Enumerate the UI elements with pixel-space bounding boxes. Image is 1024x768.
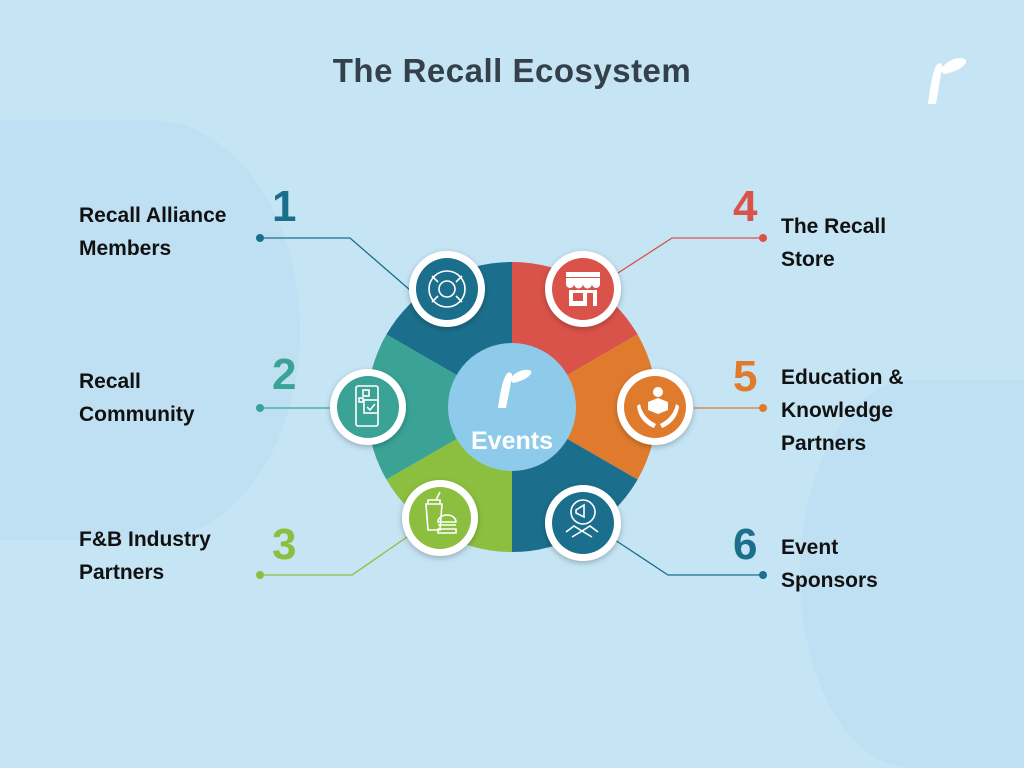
item-2-label-line1: Recall <box>79 370 141 393</box>
segment-5 <box>512 334 658 480</box>
item-3-label-line1: F&B Industry <box>79 528 211 551</box>
recall-logo-icon <box>928 58 967 104</box>
connector-dot-2 <box>256 404 264 412</box>
item-5-label-line2: Knowledge <box>781 399 894 422</box>
connector-dot-6 <box>759 571 767 579</box>
segment-2 <box>366 334 512 480</box>
item-5-label-line3: Partners <box>781 432 867 455</box>
item-4-number: 4 <box>733 182 758 231</box>
connector-line-3 <box>260 534 411 576</box>
page-title: The Recall Ecosystem <box>332 52 692 89</box>
item-4-label: The Recall Store <box>781 210 886 276</box>
background-shape <box>800 380 1024 768</box>
connector-dot-5 <box>759 404 767 412</box>
item-1-label-line1: Recall Alliance <box>79 204 227 227</box>
center-label: Events <box>471 427 553 455</box>
item-6-number: 6 <box>733 520 758 569</box>
recall-logo-icon <box>498 369 532 408</box>
item-1-label: Recall Alliance Members <box>79 199 226 265</box>
item-1-number: 1 <box>272 182 297 231</box>
connector-dot-4 <box>759 234 767 242</box>
item-6-label-line1: Event <box>781 536 839 559</box>
connector-line-4 <box>617 237 763 274</box>
connector-dot-3 <box>256 571 264 579</box>
hands-together-icon <box>428 270 466 308</box>
item-2-label-line2: Community <box>79 403 195 426</box>
connector-dot-1 <box>256 234 264 242</box>
item-6-label-line2: Sponsors <box>781 569 878 592</box>
item-5-label: Education & Knowledge Partners <box>781 361 904 460</box>
background-shape <box>0 120 300 540</box>
item-2-label: Recall Community <box>79 365 195 431</box>
item-6-label: Event Sponsors <box>781 531 878 597</box>
item-5-label-line1: Education & <box>781 366 904 389</box>
item-3-label-line2: Partners <box>79 561 165 584</box>
hands-book-icon <box>637 387 679 428</box>
center-circle <box>448 343 576 471</box>
item-4-label-line2: Store <box>781 248 835 271</box>
storefront-icon <box>566 272 600 306</box>
mobile-app-icon <box>355 385 379 427</box>
item-3-label: F&B Industry Partners <box>79 523 211 589</box>
item-1-label-line2: Members <box>79 237 172 260</box>
item-4-label-line1: The Recall <box>781 215 887 238</box>
item-5-number: 5 <box>733 352 758 401</box>
drink-burger-icon <box>425 491 457 534</box>
connector-line-6 <box>614 539 763 576</box>
connector-line-1 <box>260 237 411 291</box>
item-2-number: 2 <box>272 350 297 399</box>
megaphone-handshake-icon <box>565 499 599 538</box>
item-3-number: 3 <box>272 520 297 569</box>
